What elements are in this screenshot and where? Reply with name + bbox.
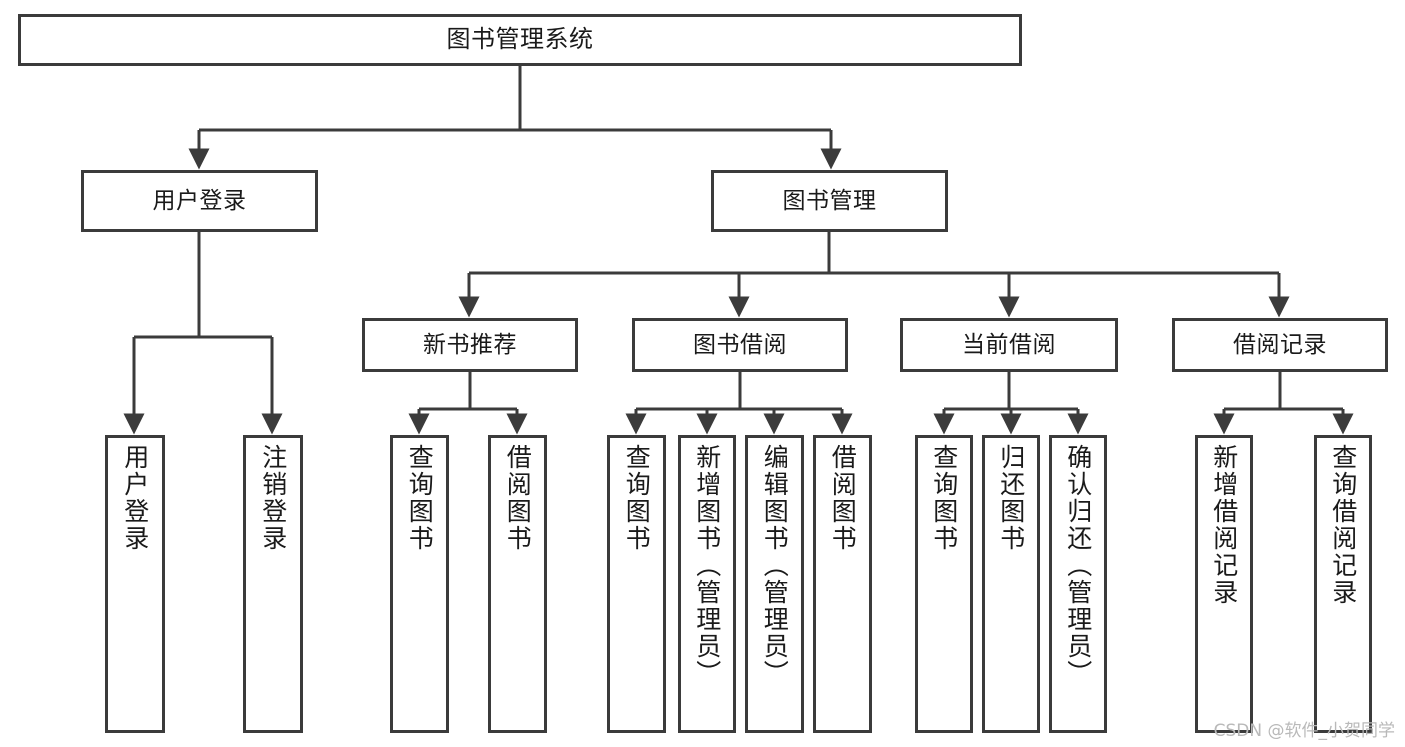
node-leaf-current-return-book-label: 归还图书 xyxy=(996,444,1026,552)
node-book-manage-label: 图书管理 xyxy=(782,187,877,214)
node-borrow-record-label: 借阅记录 xyxy=(1233,331,1327,358)
node-leaf-current-query-book[interactable]: 查询图书 xyxy=(915,435,973,733)
node-leaf-rec-borrow-book-label: 借阅图书 xyxy=(503,444,533,552)
node-leaf-record-add[interactable]: 新增借阅记录 xyxy=(1195,435,1253,733)
node-leaf-current-return-book[interactable]: 归还图书 xyxy=(982,435,1040,733)
node-leaf-current-query-book-label: 查询图书 xyxy=(929,444,959,552)
node-leaf-current-confirm-return-label: 确认归还（管理员） xyxy=(1063,444,1093,687)
node-leaf-rec-query-book-label: 查询图书 xyxy=(405,444,435,552)
node-leaf-user-login[interactable]: 用户登录 xyxy=(105,435,165,733)
node-root[interactable]: 图书管理系统 xyxy=(18,14,1022,66)
node-borrow-record[interactable]: 借阅记录 xyxy=(1172,318,1388,372)
node-new-book-rec-label: 新书推荐 xyxy=(423,331,517,358)
node-leaf-user-logout[interactable]: 注销登录 xyxy=(243,435,303,733)
node-leaf-rec-query-book[interactable]: 查询图书 xyxy=(390,435,449,733)
node-book-borrow[interactable]: 图书借阅 xyxy=(632,318,848,372)
node-leaf-current-confirm-return[interactable]: 确认归还（管理员） xyxy=(1049,435,1107,733)
node-leaf-borrow-add-book-label: 新增图书（管理员） xyxy=(692,444,722,687)
node-root-label: 图书管理系统 xyxy=(446,25,594,54)
node-leaf-user-login-label: 用户登录 xyxy=(120,444,150,552)
node-leaf-record-query-label: 查询借阅记录 xyxy=(1328,444,1358,606)
node-leaf-borrow-query-book[interactable]: 查询图书 xyxy=(607,435,666,733)
node-leaf-borrow-query-book-label: 查询图书 xyxy=(622,444,652,552)
node-book-manage[interactable]: 图书管理 xyxy=(711,170,948,232)
node-current-borrow-label: 当前借阅 xyxy=(962,331,1056,358)
node-new-book-rec[interactable]: 新书推荐 xyxy=(362,318,578,372)
node-leaf-record-query[interactable]: 查询借阅记录 xyxy=(1314,435,1372,733)
node-leaf-borrow-edit-book-label: 编辑图书（管理员） xyxy=(760,444,790,687)
node-user-login[interactable]: 用户登录 xyxy=(81,170,318,232)
node-leaf-borrow-borrow-book[interactable]: 借阅图书 xyxy=(813,435,872,733)
node-book-borrow-label: 图书借阅 xyxy=(693,331,787,358)
node-leaf-user-logout-label: 注销登录 xyxy=(258,444,288,552)
node-leaf-borrow-add-book[interactable]: 新增图书（管理员） xyxy=(678,435,736,733)
node-leaf-borrow-borrow-book-label: 借阅图书 xyxy=(828,444,858,552)
node-user-login-label: 用户登录 xyxy=(152,187,247,214)
node-current-borrow[interactable]: 当前借阅 xyxy=(900,318,1118,372)
node-leaf-borrow-edit-book[interactable]: 编辑图书（管理员） xyxy=(745,435,804,733)
node-leaf-rec-borrow-book[interactable]: 借阅图书 xyxy=(488,435,547,733)
node-leaf-record-add-label: 新增借阅记录 xyxy=(1209,444,1239,606)
